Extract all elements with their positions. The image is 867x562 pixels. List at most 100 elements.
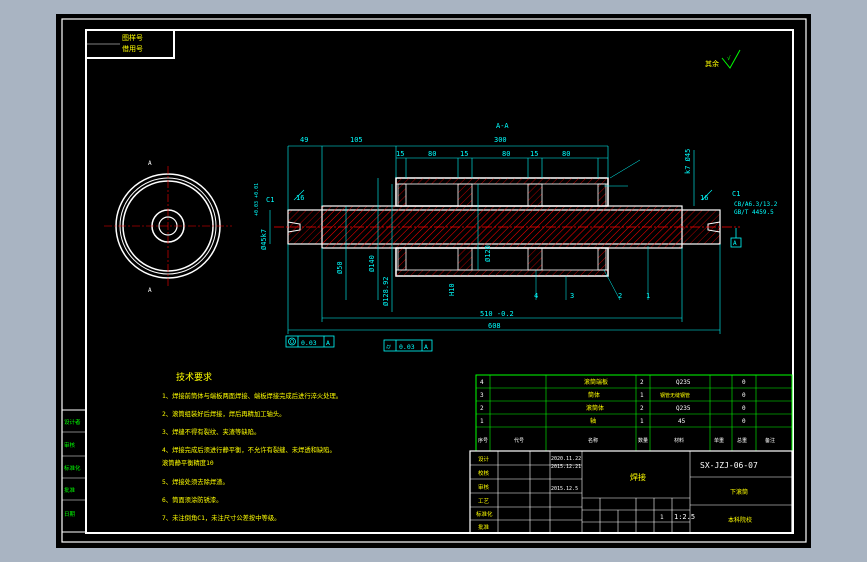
svg-text:1: 1: [640, 418, 644, 425]
svg-text:标准化: 标准化: [476, 510, 493, 518]
date-2: 2015.12.21: [551, 464, 581, 470]
svg-text:√: √: [727, 55, 731, 62]
svg-text:1: 1: [480, 418, 484, 425]
svg-text:2: 2: [480, 405, 484, 412]
dim-15c: 15: [530, 150, 538, 158]
stamp-line2: 借用号: [122, 44, 143, 53]
svg-text:0: 0: [742, 392, 746, 399]
svg-text:总重: 总重: [737, 437, 747, 444]
leader-2: 2: [618, 292, 622, 300]
svg-text:代号: 代号: [514, 437, 524, 444]
svg-text:45: 45: [678, 418, 686, 425]
dimension-texts: 49 105 300 15 80 15 80 15 80 C1 C1 16 16…: [254, 136, 778, 330]
tech-item-6: 6、筒面须涂防锈漆。: [162, 495, 222, 504]
dim-d140: Ø140: [368, 255, 376, 272]
dim-d120: Ø120: [484, 245, 492, 262]
stamp-box: 图样号 借用号: [85, 29, 175, 59]
svg-text:筒体: 筒体: [588, 391, 600, 399]
technical-notes: 技术要求 1、焊接前筒体与端板两面焊接、端板焊接完成后进行淬火处理。 2、滚筒组…: [162, 371, 342, 522]
gdt-coaxiality: 0.03 A: [285, 335, 335, 348]
svg-text:钢管无缝钢管: 钢管无缝钢管: [660, 392, 690, 399]
svg-text:批准: 批准: [64, 486, 76, 494]
svg-text:Q235: Q235: [676, 405, 691, 412]
svg-text:Q235: Q235: [676, 379, 691, 386]
svg-text:A: A: [326, 339, 330, 347]
dim-80b: 80: [502, 150, 510, 158]
dim-15a: 15: [396, 150, 404, 158]
dim-608: 608: [488, 322, 501, 330]
svg-text:2: 2: [640, 379, 644, 386]
tech-item-4: 4、焊接完成后须进行静平衡，不允许有裂缝、未焊透和缺陷。: [162, 445, 336, 454]
svg-text:数量: 数量: [638, 437, 648, 444]
sheet-number: 1: [660, 514, 664, 521]
leader-4: 4: [534, 292, 538, 300]
leader-1: 1: [646, 292, 650, 300]
svg-text:单重: 单重: [714, 437, 724, 444]
svg-text:校核: 校核: [478, 469, 490, 477]
dim-tol-left: +0.03 +0.01: [254, 183, 260, 216]
dim-105: 105: [350, 136, 363, 144]
section-view: [274, 177, 740, 277]
dim-15b: 15: [460, 150, 468, 158]
dim-h10: H10: [448, 283, 456, 296]
dim-d50: Ø50: [336, 261, 344, 274]
dimensions: [269, 145, 721, 334]
svg-text:A: A: [733, 240, 737, 247]
svg-text:0: 0: [742, 405, 746, 412]
dim-80a: 80: [428, 150, 436, 158]
title-block: 设计 校核 审核 工艺 标准化 批准 2020.11.22 2015.12.21…: [469, 450, 793, 534]
drawing-number: SX-JZJ-06-07: [700, 461, 758, 470]
scale: 1:2.5: [674, 513, 695, 521]
svg-text:1: 1: [640, 392, 644, 399]
dim-fit-left: Ø45k7: [260, 229, 268, 250]
dim-510: 510 -0.2: [480, 310, 514, 318]
dim-49: 49: [300, 136, 308, 144]
svg-text:4: 4: [480, 379, 484, 386]
svg-text:工艺: 工艺: [478, 498, 490, 505]
gdt-runout: ⌭ 0.03 A: [383, 339, 433, 352]
tech-item-3: 3、焊缝不得有裂纹、夹渣等缺陷。: [162, 427, 260, 436]
svg-text:名称: 名称: [588, 437, 598, 444]
svg-text:标准化: 标准化: [64, 464, 81, 472]
svg-text:滚筒端板: 滚筒端板: [584, 378, 608, 386]
inner-border: [85, 29, 794, 534]
part-name: 焊接: [630, 472, 646, 482]
svg-text:序号: 序号: [478, 437, 488, 444]
dim-d128: Ø128.92: [382, 276, 390, 306]
dim-300: 300: [494, 136, 507, 144]
svg-text:材料: 材料: [674, 437, 684, 444]
leader-3: 3: [570, 292, 574, 300]
stamp-line1: 图样号: [122, 33, 143, 42]
svg-text:滚筒体: 滚筒体: [586, 404, 604, 412]
svg-text:0.03: 0.03: [301, 339, 317, 347]
dim-fit-right: k7 Ø45: [684, 149, 692, 174]
date-3: 2015.12.5: [551, 486, 578, 492]
tech-item-2: 2、滚筒组装好后焊接，焊后再精加工轴头。: [162, 409, 285, 418]
tech-item-1: 1、焊接前筒体与端板两面焊接、端板焊接完成后进行淬火处理。: [162, 391, 342, 400]
svg-text:0: 0: [742, 418, 746, 425]
svg-text:批准: 批准: [478, 523, 490, 531]
tech-item-5: 5、焊接处须去除焊渣。: [162, 477, 229, 486]
roughness-note: 其余 √: [705, 49, 741, 69]
view-mark-a-bottom: A: [148, 287, 152, 294]
part-leaders: [535, 159, 649, 301]
datum-a: A: [730, 228, 742, 248]
svg-text:0.03: 0.03: [399, 343, 415, 351]
school-name: 本科院校: [728, 516, 752, 524]
svg-text:设计: 设计: [478, 455, 490, 463]
svg-text:3: 3: [480, 392, 484, 399]
svg-text:轴: 轴: [590, 417, 596, 425]
dim-c1-right: C1: [732, 190, 740, 198]
side-strip: 设计者 审核 标准化 批准 日期: [61, 409, 87, 533]
svg-text:日期: 日期: [64, 511, 76, 518]
tech-title: 技术要求: [176, 371, 212, 383]
cb-note-1: CB/A6.3/13.2: [734, 201, 778, 208]
dim-16-right: 16: [700, 194, 708, 202]
leader-numbers: 1 2 3 4: [534, 292, 650, 300]
section-label: A-A: [496, 122, 509, 130]
svg-text:设计者: 设计者: [64, 418, 81, 426]
svg-text:A: A: [424, 343, 428, 351]
svg-text:审核: 审核: [478, 483, 490, 491]
svg-text:0: 0: [742, 379, 746, 386]
